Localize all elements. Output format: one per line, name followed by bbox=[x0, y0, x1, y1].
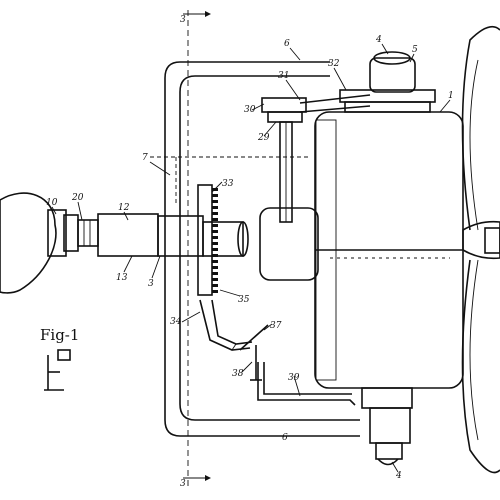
ref-1: 1 bbox=[448, 91, 454, 101]
section-line bbox=[183, 10, 211, 490]
ref-12: 12 bbox=[118, 203, 130, 213]
gear-tooth bbox=[212, 278, 218, 281]
ref-34: 34 bbox=[170, 317, 182, 327]
ref-6-bottom: 6 bbox=[282, 433, 288, 443]
ref-13: 13 bbox=[116, 273, 128, 283]
bulb bbox=[0, 192, 67, 294]
bracket bbox=[199, 299, 253, 351]
ref-5: 5 bbox=[412, 45, 418, 55]
gear-tooth bbox=[212, 266, 218, 269]
gear-tooth bbox=[212, 194, 218, 197]
fan-blades bbox=[461, 25, 500, 474]
ref-20: 20 bbox=[71, 193, 84, 203]
gear-tooth bbox=[212, 260, 218, 263]
ref-39: 39 bbox=[288, 373, 300, 383]
ref-30: 30 bbox=[244, 105, 256, 115]
gear-wheel bbox=[197, 184, 218, 296]
ref-38: 38 bbox=[232, 369, 244, 379]
gear-tooth bbox=[212, 218, 218, 221]
ref-10: 10 bbox=[46, 198, 58, 208]
dashed-rod-7 bbox=[150, 156, 310, 205]
drive-belt bbox=[299, 94, 371, 113]
gear-tooth bbox=[212, 212, 218, 215]
gear-tooth bbox=[212, 224, 218, 227]
ref-7: 7 bbox=[142, 153, 148, 163]
outer-frame bbox=[164, 61, 360, 437]
figure-label: Fig-1 bbox=[40, 326, 79, 344]
connector-collar bbox=[63, 214, 99, 252]
gear-tooth bbox=[212, 200, 218, 203]
ref-32: 32 bbox=[328, 59, 340, 69]
gear-tooth bbox=[212, 206, 218, 209]
shaft-barrel bbox=[97, 213, 249, 257]
ref-37: 37 bbox=[270, 321, 282, 331]
top-spindle bbox=[339, 51, 436, 113]
gear-tooth bbox=[212, 272, 218, 275]
motor-side-boss bbox=[259, 207, 319, 281]
gear-tooth bbox=[212, 230, 218, 233]
ref-35: 35 bbox=[238, 295, 250, 305]
gear-tooth bbox=[212, 290, 218, 293]
figure-label-group: Fig-1 bbox=[40, 326, 79, 391]
bottom-spindle bbox=[361, 387, 413, 466]
right-shaft bbox=[462, 220, 500, 260]
ref-4-bottom: 4 bbox=[395, 471, 402, 481]
upper-pulley bbox=[261, 97, 307, 223]
motor-housing bbox=[314, 111, 464, 389]
ref-3: 3 bbox=[148, 279, 154, 289]
gear-tooth bbox=[212, 236, 218, 239]
section-mark-bottom: 3 bbox=[180, 479, 186, 489]
gear-tooth bbox=[212, 284, 218, 287]
ref-6-top: 6 bbox=[284, 39, 290, 49]
gear-tooth bbox=[212, 242, 218, 245]
ref-4-top: 4 bbox=[375, 35, 382, 45]
gear-tooth bbox=[212, 248, 218, 251]
ref-33: 33 bbox=[222, 179, 234, 189]
section-mark-top: 3 bbox=[180, 15, 186, 25]
gear-tooth bbox=[212, 254, 218, 257]
ref-29: 29 bbox=[257, 133, 270, 143]
leader-lines bbox=[51, 43, 451, 473]
crank-lever bbox=[239, 324, 269, 381]
ref-31: 31 bbox=[278, 71, 289, 81]
rod-39 bbox=[257, 362, 356, 406]
